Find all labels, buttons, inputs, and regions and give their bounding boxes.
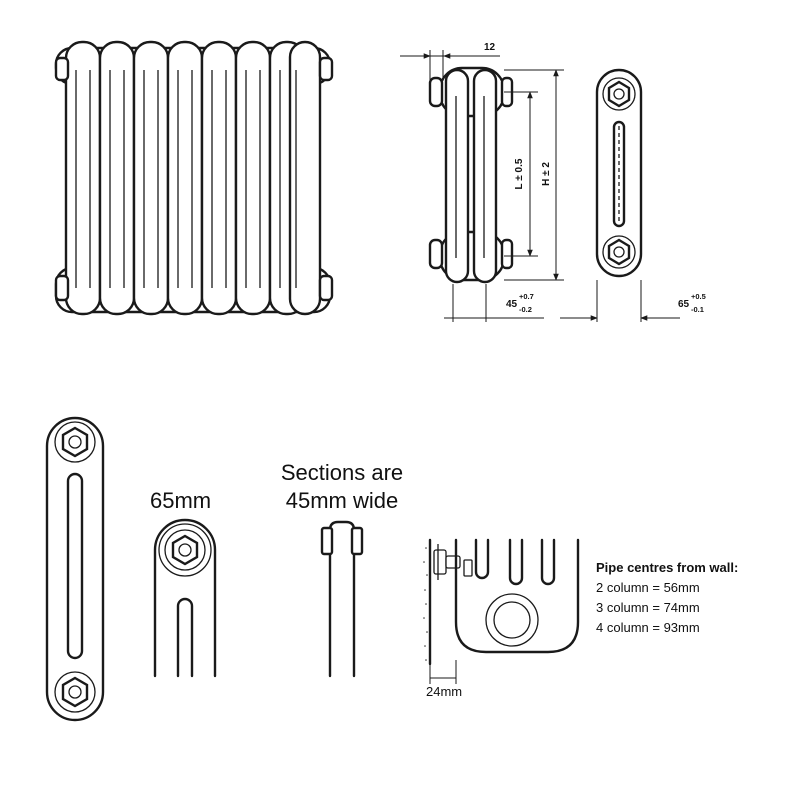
front-columns [64, 40, 322, 316]
svg-text:65: 65 [678, 299, 690, 310]
column-width-detail [153, 518, 217, 678]
svg-text:-0.2: -0.2 [519, 305, 532, 314]
right-bottom-bung [318, 274, 334, 302]
pipe-centres-row: 4 column = 93mm [596, 620, 700, 635]
dim-side-gap: 12 [484, 42, 496, 53]
dim-height: H ± 2 [541, 162, 552, 186]
column-end-view [45, 416, 105, 722]
pipe-centres-note: Pipe centres from wall: 2 column = 56mm … [596, 560, 738, 635]
dim-column-width: 65 +0.5 -0.1 [678, 292, 706, 314]
wall-bracket-detail [423, 538, 580, 684]
callout-sections-line1: Sections are [281, 460, 403, 485]
pipe-centres-title: Pipe centres from wall: [596, 560, 738, 575]
side-view [428, 66, 514, 284]
pipe-centres-row: 3 column = 74mm [596, 600, 700, 615]
end-view [595, 68, 643, 278]
callout-65mm: 65mm [150, 488, 211, 513]
svg-text:+0.5: +0.5 [691, 292, 706, 301]
callout-sections-line2: 45mm wide [286, 488, 398, 513]
pipe-centres-row: 2 column = 56mm [596, 580, 700, 595]
dim-section-depth: 45 +0.7 -0.2 [506, 292, 534, 314]
dimension-lines [400, 50, 680, 322]
right-top-bung [318, 56, 334, 82]
left-bottom-bung [54, 274, 70, 302]
svg-text:+0.7: +0.7 [519, 292, 534, 301]
svg-text:45: 45 [506, 299, 518, 310]
left-top-bung [54, 56, 70, 82]
section-width-detail [320, 520, 364, 678]
svg-text:-0.1: -0.1 [691, 305, 704, 314]
callout-24mm: 24mm [426, 684, 462, 699]
front-view [54, 40, 334, 316]
dim-length: L ± 0.5 [514, 158, 525, 189]
